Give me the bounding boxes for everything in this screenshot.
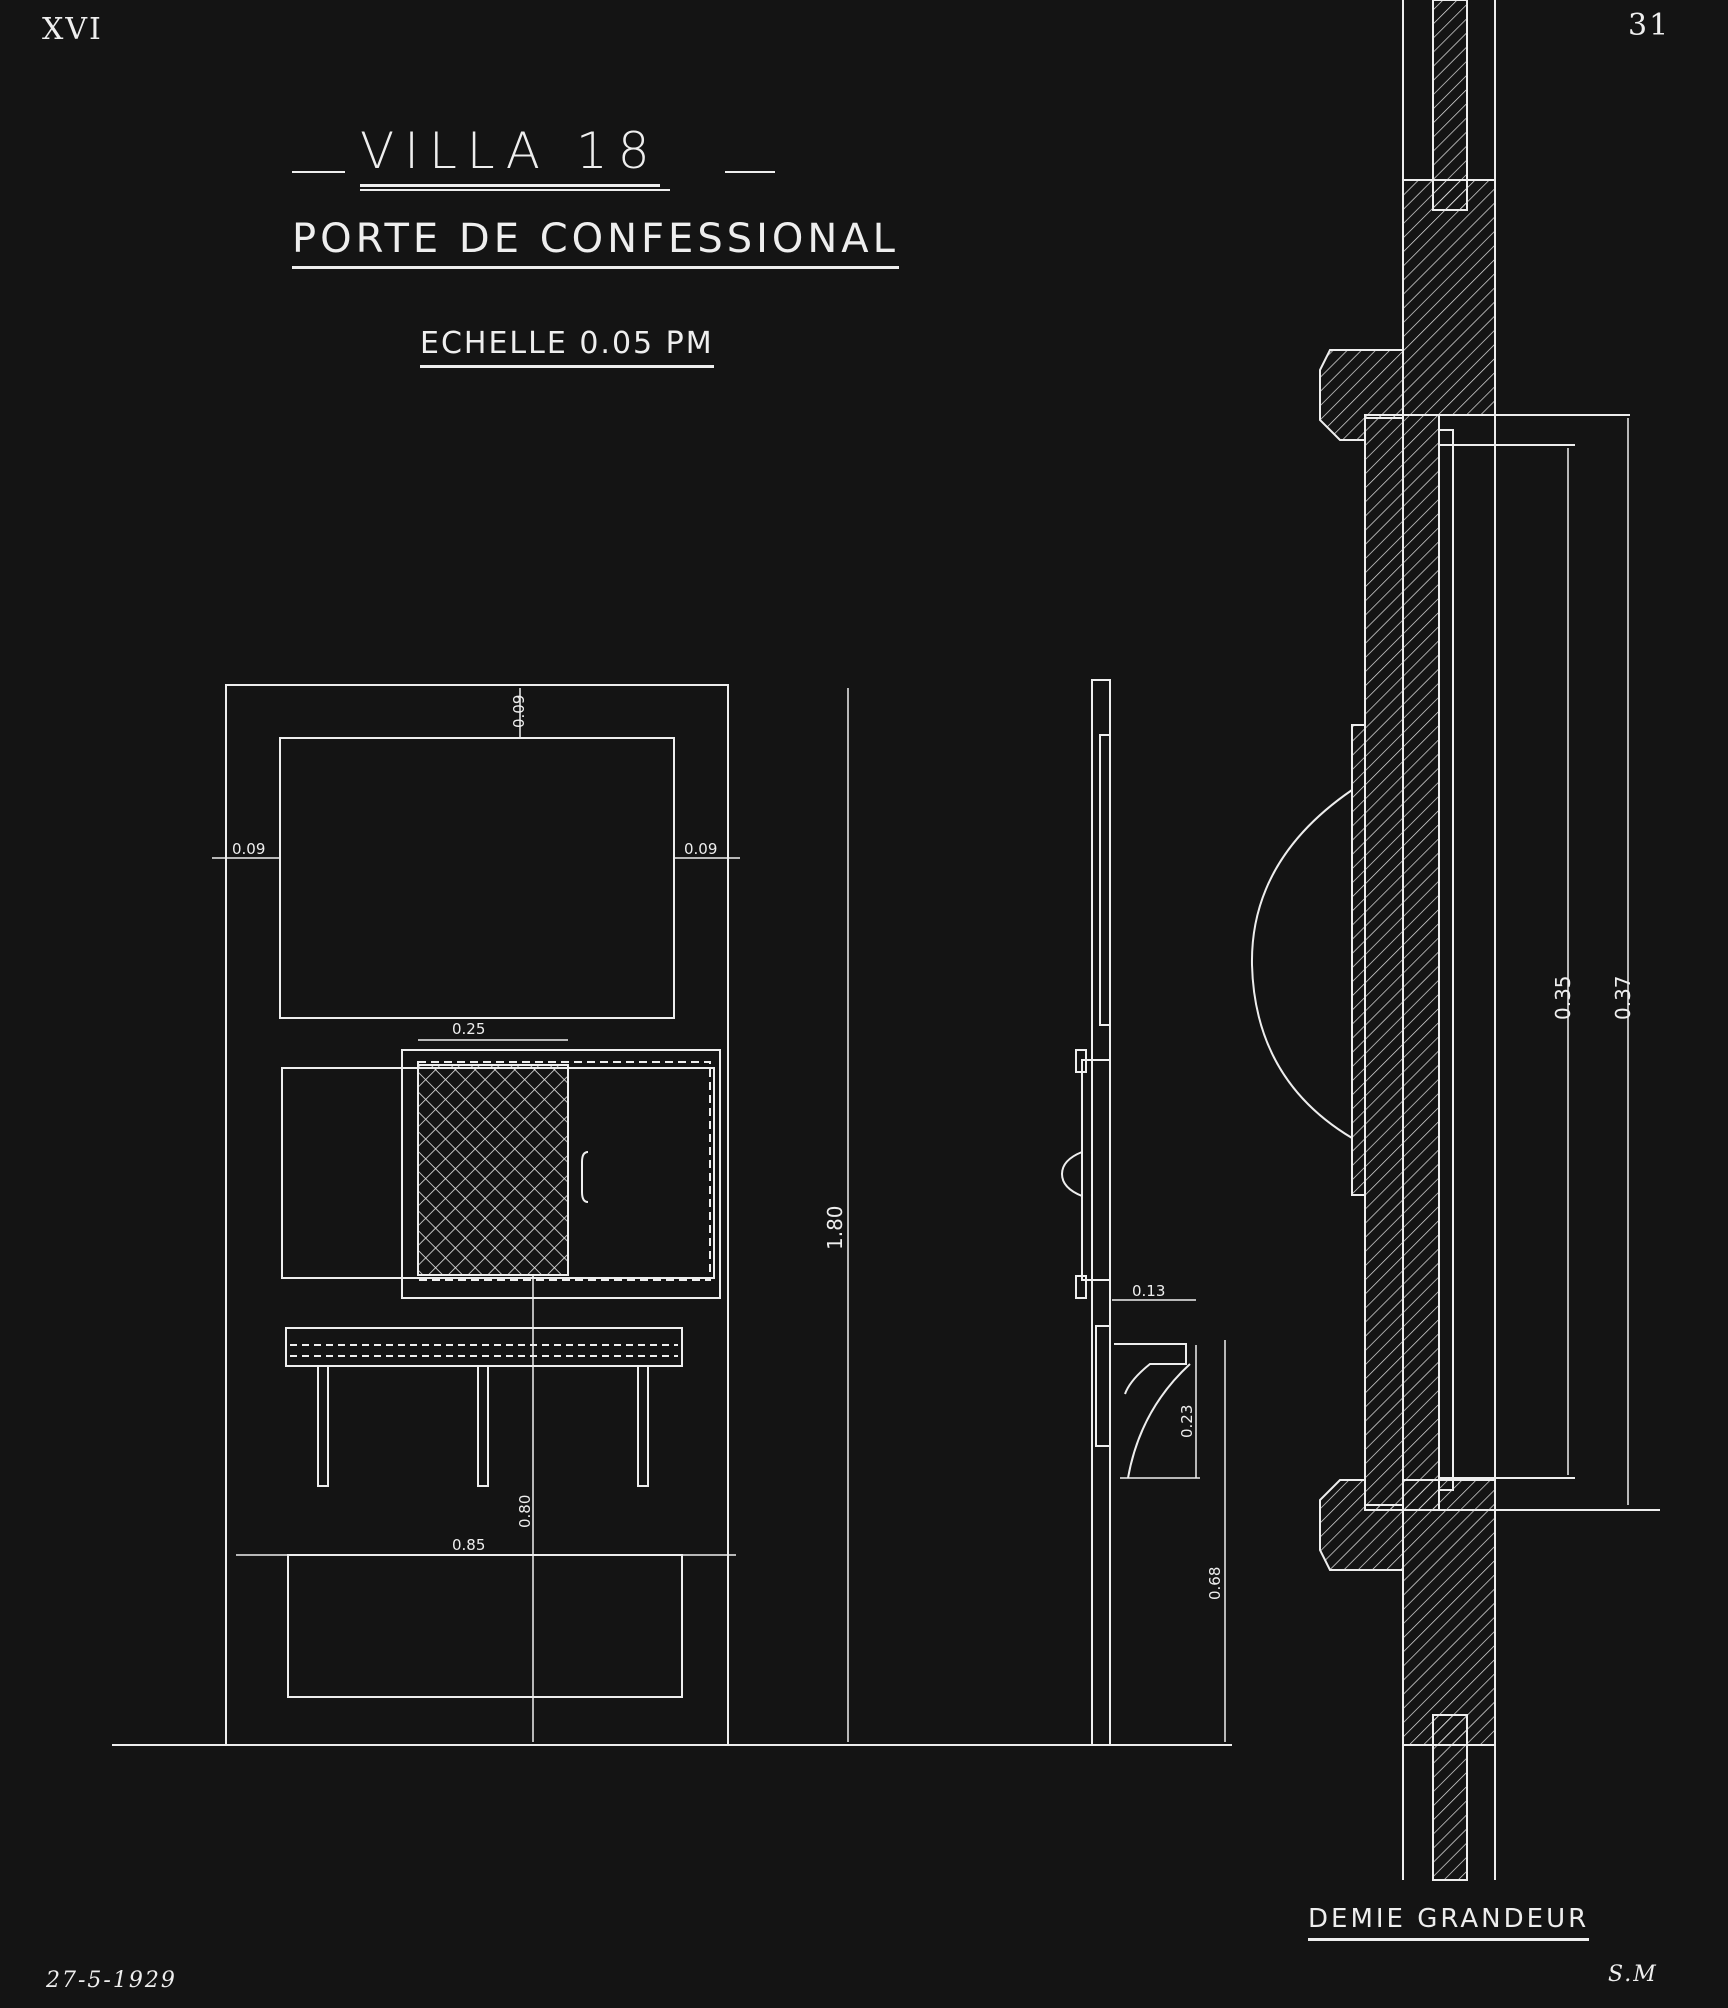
detail-lower-moulding: [1319, 1479, 1404, 1571]
label-bracket-height: 0.23: [1178, 1405, 1196, 1438]
sheet-roman-numeral: XVI: [42, 12, 103, 47]
detail-lower-rail: [1402, 1479, 1496, 1746]
label-shelf-height: 0.80: [516, 1495, 534, 1528]
front-dimension-lines: [212, 688, 849, 1742]
grille-door: [401, 1049, 721, 1299]
kneeler-shelf: [285, 1327, 683, 1367]
label-bracket-depth: 0.13: [1132, 1282, 1165, 1300]
detail-glazing-gap: [1438, 429, 1454, 1491]
upper-panel: [279, 737, 675, 1019]
side-handle: [1060, 1151, 1083, 1197]
front-elevation: [225, 684, 729, 1746]
side-upper-jamb: [1099, 734, 1111, 1026]
label-door-width: 0.85: [452, 1536, 485, 1554]
drawing-title: VILLA 18: [360, 122, 660, 187]
shelf-leg-right: [637, 1365, 649, 1487]
shelf-leg-center: [477, 1365, 489, 1487]
label-total-height: 1.80: [823, 1205, 847, 1250]
detail-lower-stile: [1432, 1714, 1468, 1881]
confession-grille: [417, 1064, 569, 1276]
label-section-height: 0.68: [1206, 1567, 1224, 1600]
draftsman-initials: S.M: [1608, 1962, 1658, 1987]
detail-upper-stile: [1432, 0, 1468, 211]
detail-handle-plate: [1351, 724, 1366, 1196]
label-detail-outer: 0.37: [1611, 975, 1635, 1020]
grille-handle: [581, 1151, 589, 1203]
label-top-margin: 0.09: [510, 695, 528, 728]
label-detail-inner: 0.35: [1551, 975, 1575, 1020]
half-size-detail: [1250, 0, 1660, 1881]
drawing-subtitle: PORTE DE CONFESSIONAL: [292, 216, 899, 269]
side-bracket-curve: [1127, 1363, 1191, 1479]
drawing-scale: ECHELLE 0.05 PM: [420, 326, 714, 368]
detail-upper-rail: [1402, 179, 1496, 416]
side-kneeler-shelf: [1114, 1343, 1187, 1395]
detail-dimension-lines: [1567, 418, 1629, 1505]
side-grille-stop-bottom: [1075, 1275, 1087, 1299]
side-dimension-lines: [1112, 1299, 1226, 1742]
side-kneeler-back: [1095, 1325, 1111, 1447]
detail-handle-profile: [1250, 789, 1353, 1139]
label-right-margin: 0.09: [684, 840, 717, 858]
sheet-number: 31: [1628, 8, 1671, 43]
door-frame-outer: [225, 684, 729, 1746]
side-section: [1060, 679, 1191, 1746]
label-left-margin: 0.09: [232, 840, 265, 858]
side-grille-frame: [1081, 1059, 1111, 1281]
detail-panel-section: [1364, 414, 1440, 1511]
lower-panel: [287, 1554, 683, 1698]
shelf-leg-left: [317, 1365, 329, 1487]
drawing-date: 27-5-1929: [46, 1968, 177, 1993]
side-grille-stop-top: [1075, 1049, 1087, 1073]
label-grille-width: 0.25: [452, 1020, 485, 1038]
half-size-caption: DEMIE GRANDEUR: [1308, 1904, 1590, 1941]
